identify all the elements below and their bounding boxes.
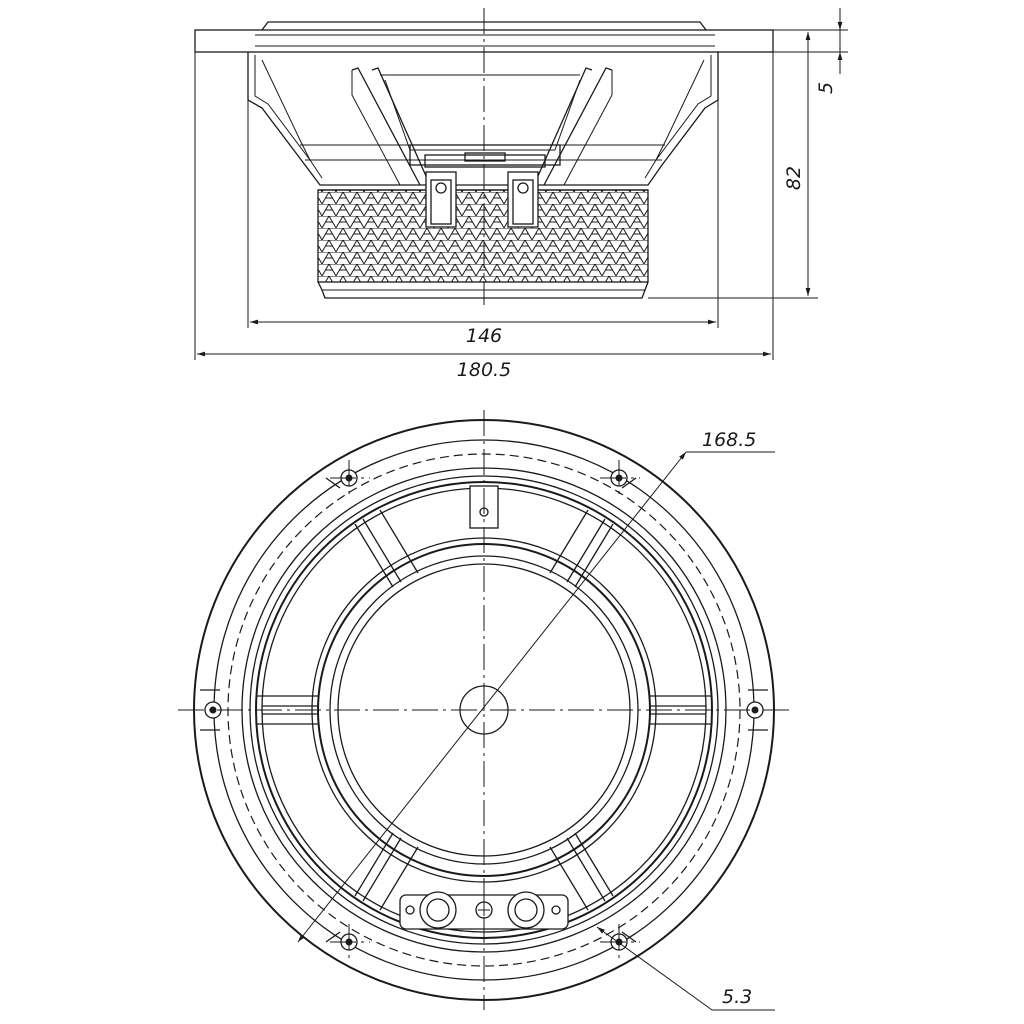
dim-180-label: 180.5 [457, 359, 511, 381]
spoke-right-outer [543, 67, 613, 186]
dim-5-label: 5 [815, 82, 837, 94]
front-view: 168.5 5.3 [178, 410, 790, 1011]
terminal-plate [409, 144, 561, 166]
magnet-mesh [317, 189, 649, 283]
dim-146-label: 146 [466, 325, 502, 347]
dim-168-line [297, 451, 687, 943]
dim-53-line [596, 926, 713, 1011]
side-view: 146 180.5 82 5 [194, 8, 848, 381]
spoke-left-outer [351, 67, 421, 186]
dim-168-label: 168.5 [702, 429, 756, 451]
dim-82-label: 82 [783, 166, 805, 190]
terminal-right [507, 171, 539, 228]
terminal-left [425, 171, 457, 228]
dim-53-label: 5.3 [722, 986, 752, 1008]
